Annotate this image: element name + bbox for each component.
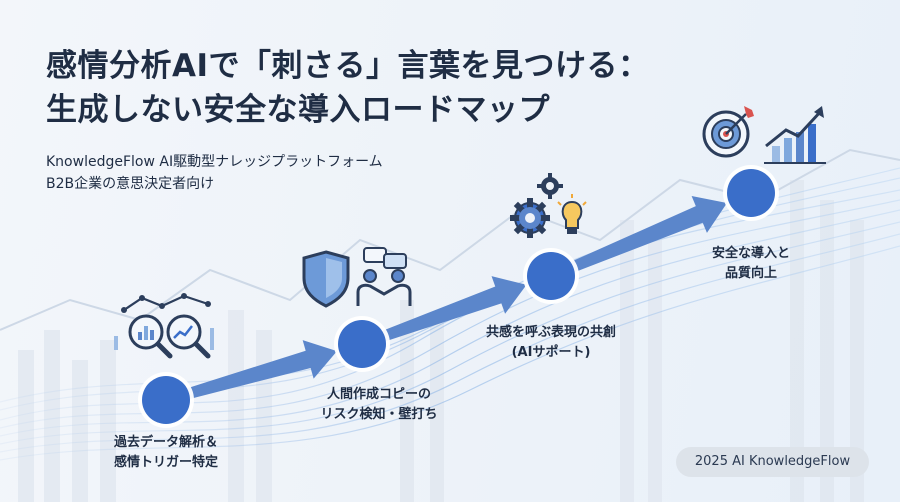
step-4-label: 安全な導入と 品質向上: [711, 246, 791, 281]
step-1-label: 過去データ解析＆ 感情トリガー特定: [113, 435, 219, 470]
title-line-2: 生成しない安全な導入ロードマップ: [46, 92, 550, 128]
arrow-3: [567, 195, 727, 274]
title-line-1: 感情分析AIで「刺さる」言葉を見つける：: [46, 48, 650, 84]
arrow-2: [378, 276, 527, 343]
step-2-node: [338, 320, 386, 368]
gears-lightbulb-icon: [510, 173, 587, 238]
shield-handshake-icon: [302, 247, 412, 308]
step-3-label: 共感を呼ぶ表現の共創 (AIサポート): [485, 325, 617, 360]
footer-badge: 2025 AI KnowledgeFlow: [676, 447, 869, 477]
subtitle-line-1: KnowledgeFlow AI駆動型ナレッジプラットフォーム: [46, 154, 383, 170]
step-1-node: [142, 376, 190, 424]
background-bars: [18, 180, 864, 502]
arrow-1: [183, 340, 338, 400]
step-3-node: [527, 252, 575, 300]
page-title: 感情分析AIで「刺さる」言葉を見つける： 生成しない安全な導入ロードマップ: [46, 44, 650, 132]
magnifier-chart-icon: [114, 293, 214, 359]
step-4-node: [727, 169, 775, 217]
subtitle: KnowledgeFlow AI駆動型ナレッジプラットフォーム B2B企業の意思…: [46, 151, 383, 195]
step-2-label: 人間作成コピーの リスク検知・壁打ち: [320, 387, 438, 422]
target-growth-icon: [702, 106, 826, 164]
subtitle-line-2: B2B企業の意思決定者向け: [46, 176, 215, 192]
